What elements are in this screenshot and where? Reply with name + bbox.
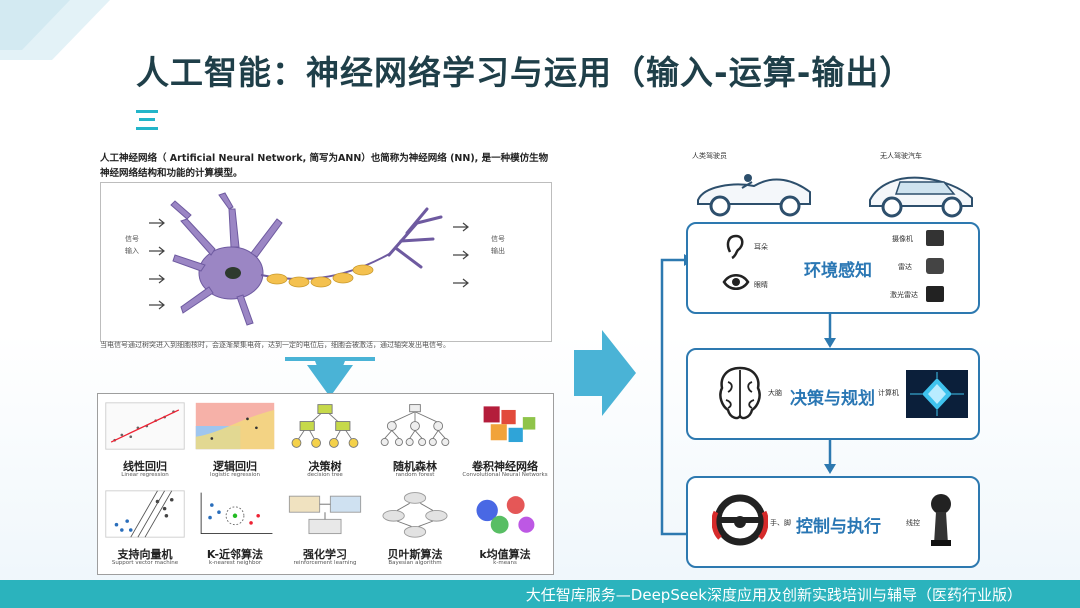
ear-label: 耳朵 xyxy=(754,242,768,252)
algorithm-name-en: random forest xyxy=(370,472,460,478)
scatter-line-icon xyxy=(104,398,186,454)
ear-icon xyxy=(724,234,746,260)
neuron-diagram: 信号 输入 信号 输出 xyxy=(100,182,552,342)
footer-text: 大任智库服务—DeepSeek深度应用及创新实践培训与辅导（医药行业版） xyxy=(526,584,1022,605)
algorithm-name-en: Linear regression xyxy=(100,472,190,478)
control-title: 控制与执行 xyxy=(796,512,881,537)
eye-label: 眼睛 xyxy=(754,280,768,290)
agent-icon xyxy=(284,486,366,542)
algorithm-name-en: decision tree xyxy=(280,472,370,478)
wire-control-label: 线控 xyxy=(906,518,920,528)
steering-wheel-icon xyxy=(712,492,768,552)
algorithm-name-en: reinforcement learning xyxy=(280,560,370,566)
input-label-line2: 输入 xyxy=(125,246,139,255)
algorithm-name-en: logistic regression xyxy=(190,472,280,478)
control-stage: 手、脚 控制与执行 线控 xyxy=(686,476,980,568)
forest-icon xyxy=(374,398,456,454)
bayes-net-icon xyxy=(374,486,456,542)
perception-stage: 耳朵 眼睛 环境感知 摄像机 雷达 激光雷达 xyxy=(686,222,980,314)
lidar-icon xyxy=(926,286,944,302)
corner-decoration xyxy=(0,0,110,60)
radar-label: 雷达 xyxy=(898,262,912,272)
chip-icon xyxy=(906,370,968,418)
output-label-line1: 信号 xyxy=(491,234,505,243)
brain-icon xyxy=(716,364,764,424)
ann-definition: 人工神经网络（ Artificial Neural Network, 简写为AN… xyxy=(100,151,550,181)
neuron-caption: 当电信号通过树突进入到细胞核时，会逐渐聚集电荷，达到一定的电位后，细胞会被激活，… xyxy=(100,340,550,350)
algorithm-name-en: Bayesian algorithm xyxy=(370,560,460,566)
decision-title: 决策与规划 xyxy=(790,384,875,409)
perception-title: 环境感知 xyxy=(804,256,872,281)
algorithm-name-en: Support vector machine xyxy=(100,560,190,566)
svm-icon xyxy=(104,486,186,542)
input-label-line1: 信号 xyxy=(125,234,139,243)
output-label-line2: 输出 xyxy=(491,246,505,255)
autonomous-driving-panel: 人类驾驶员 无人驾驶汽车 xyxy=(654,142,978,574)
algorithm-name-en: k-means xyxy=(460,560,550,566)
decision-stage: 大脑 决策与规划 计算机 xyxy=(686,348,980,440)
camera-label: 摄像机 xyxy=(892,234,913,244)
slide-title: 人工智能：神经网络学习与运用（输入-运算-输出） xyxy=(136,46,936,94)
computer-label: 计算机 xyxy=(878,388,899,398)
knn-icon xyxy=(194,486,276,542)
heatmap-icon xyxy=(194,398,276,454)
section-marker xyxy=(136,106,160,132)
radar-icon xyxy=(926,258,944,274)
footer-bar: 大任智库服务—DeepSeek深度应用及创新实践培训与辅导（医药行业版） xyxy=(0,580,1080,608)
neuron-illustration: 信号 输入 信号 输出 xyxy=(101,183,551,341)
right-arrow-icon xyxy=(574,330,636,416)
tree-icon xyxy=(284,398,366,454)
brain-label: 大脑 xyxy=(768,388,782,398)
gear-shifter-icon xyxy=(928,492,954,548)
lidar-label: 激光雷达 xyxy=(890,290,918,300)
camera-icon xyxy=(926,230,944,246)
hands-feet-label: 手、脚 xyxy=(770,518,791,528)
eye-icon xyxy=(722,272,750,292)
algorithm-name-en: Convolutional Neural Networks xyxy=(460,472,550,478)
algorithm-name-en: k-nearest neighbor xyxy=(190,560,280,566)
clusters-icon xyxy=(464,486,546,542)
cubes-icon xyxy=(464,398,546,454)
